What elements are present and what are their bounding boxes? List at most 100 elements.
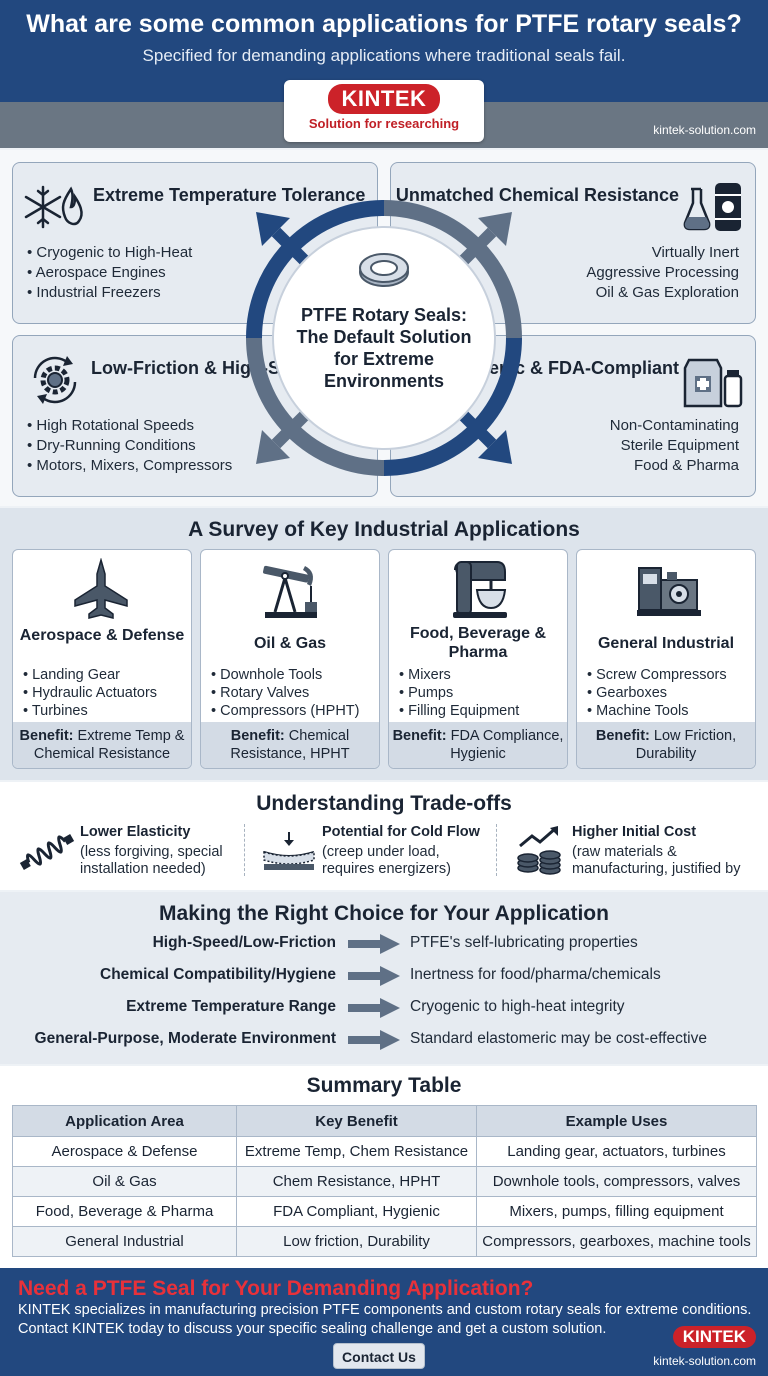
rotating-gear-icon [33,356,77,404]
divider [496,824,497,876]
card-benefit: Benefit: FDA Compliance, Hygienic [389,722,567,768]
jet-fighter-icon [74,558,128,619]
arrow-right-icon [348,966,400,986]
card-title: Food, Beverage & Pharma [409,625,547,661]
list-item: Cryogenic to High-Heat [27,243,192,263]
summary-table: Application Area Key Benefit Example Use… [12,1105,757,1257]
tradeoff-desc: (raw materials & [572,844,677,860]
contact-us-button[interactable]: Contact Us [333,1343,425,1369]
cta-banner: Need a PTFE Seal for Your Demanding Appl… [0,1268,768,1376]
compression-icon [263,832,315,870]
list-item: Rotary Valves [211,684,375,702]
cta-title: Need a PTFE Seal for Your Demanding Appl… [18,1277,534,1300]
list-item: Industrial Freezers [27,283,192,303]
choice-row: High-Speed/Low-Friction PTFE's self-lubr… [0,934,768,958]
tradeoff-desc: installation needed) [80,861,206,877]
stand-mixer-icon [453,561,507,618]
arrow-shaft [457,409,497,449]
cta-text: KINTEK specializes in manufacturing prec… [18,1302,752,1318]
medical-container-icon [683,358,743,408]
list-item: Oil & Gas Exploration [595,284,739,301]
column-header: Application Area [12,1105,237,1137]
choice-answer: Standard elastomeric may be cost-effecti… [410,1030,707,1047]
card-list: Downhole Tools Rotary Valves Compressors… [211,666,375,720]
choice-row: General-Purpose, Moderate Environment St… [0,1030,768,1054]
tradeoff-desc: (creep under load, [322,844,440,860]
arrow-shaft [271,409,311,449]
arrow-ring [246,200,522,476]
card-benefit: Benefit: Extreme Temp & Chemical Resista… [13,722,191,768]
list-item: High Rotational Speeds [27,416,232,436]
arrow-right-icon [348,934,400,954]
table-cell: Mixers, pumps, filling equipment [476,1196,757,1227]
table-cell: Low friction, Durability [236,1226,477,1257]
choice-need: Extreme Temperature Range [126,998,336,1015]
choice-section: Making the Right Choice for Your Applica… [0,892,768,1064]
list-item: Non-Contaminating [609,417,739,434]
table-cell: Aerospace & Defense [12,1136,237,1167]
table-cell: Downhole tools, compressors, valves [476,1166,757,1197]
choice-answer: PTFE's self-lubricating properties [410,934,638,951]
tradeoffs-title: Understanding Trade-offs [256,792,512,815]
choice-answer: Inertness for food/pharma/chemicals [410,966,661,983]
column-header: Key Benefit [236,1105,477,1137]
app-card-oil-gas: Oil & Gas Downhole Tools Rotary Valves C… [200,549,380,769]
arrow-right-icon [348,1030,400,1050]
app-card-aerospace: Aerospace & Defense Landing Gear Hydraul… [12,549,192,769]
benefit-label: Benefit: [19,728,74,744]
quadrant-list: Non-Contaminating Sterile Equipment Food… [610,416,739,476]
choice-row: Chemical Compatibility/Hygiene Inertness… [0,966,768,990]
list-item: Mixers [399,666,563,684]
arrow-right-icon [348,998,400,1018]
choice-need: General-Purpose, Moderate Environment [34,1030,336,1047]
table-row: Aerospace & Defense Extreme Temp, Chem R… [12,1136,757,1167]
tradeoff-desc: (less forgiving, special [80,844,223,860]
quadrant-list: Virtually Inert Aggressive Processing Oi… [586,243,739,303]
logo-card[interactable]: KINTEK Solution for researching [284,80,484,142]
list-item: Turbines [23,702,187,720]
list-item: Screw Compressors [587,666,751,684]
ptfe-seal-ring-icon [359,253,409,287]
industrial-machine-icon [637,567,701,616]
choice-need: Chemical Compatibility/Hygiene [100,966,336,983]
list-item: Dry-Running Conditions [27,436,232,456]
list-item: Virtually Inert [651,244,739,261]
tradeoff-title: Lower Elasticity [80,824,191,840]
list-item: Aggressive Processing [586,264,739,281]
app-card-general-industrial: General Industrial Screw Compressors Gea… [576,549,756,769]
list-item: Landing Gear [23,666,187,684]
list-item: Food & Pharma [633,457,739,474]
list-item: Downhole Tools [211,666,375,684]
site-url[interactable]: kintek-solution.com [653,123,756,137]
card-title: Aerospace & Defense [19,627,185,644]
list-item: Hydraulic Actuators [23,684,187,702]
app-card-food-pharma: Food, Beverage & Pharma Mixers Pumps Fil… [388,549,568,769]
site-url[interactable]: kintek-solution.com [653,1354,756,1368]
list-item: Compressors (HPHT) [211,702,375,720]
list-item: Sterile Equipment [620,437,739,454]
page-subtitle: Specified for demanding applications whe… [142,46,626,65]
list-item: Machine Tools [587,702,751,720]
card-list: Landing Gear Hydraulic Actuators Turbine… [23,666,187,720]
center-circle: PTFE Rotary Seals: The Default Solution … [274,228,494,448]
summary-title: Summary Table [306,1074,462,1097]
card-list: Mixers Pumps Filling Equipment [399,666,563,720]
tradeoff-title: Higher Initial Cost [572,824,697,840]
list-item: Aerospace Engines [27,263,192,283]
card-benefit: Benefit: Chemical Resistance, HPHT [201,722,379,768]
tradeoff-desc: manufacturing, justified by [572,861,741,877]
benefit-text: Extreme Temp & Chemical Resistance [33,728,185,762]
divider [244,824,245,876]
benefit-label: Benefit: [392,728,447,744]
card-benefit: Benefit: Low Friction, Durability [577,722,755,768]
coins-chart-icon [517,826,561,875]
table-cell: FDA Compliant, Hygienic [236,1196,477,1227]
table-cell: Landing gear, actuators, turbines [476,1136,757,1167]
tradeoff-desc: requires energizers) [322,861,451,877]
table-row: Food, Beverage & Pharma FDA Compliant, H… [12,1196,757,1227]
choice-title: Making the Right Choice for Your Applica… [159,902,609,925]
list-item: Motors, Mixers, Compressors [27,456,232,476]
quadrant-chemical: Unmatched Chemical Resistance Virtually … [390,162,756,324]
page-title: What are some common applications for PT… [26,10,742,38]
center-caption: PTFE Rotary Seals: The Default Solution … [296,305,472,391]
